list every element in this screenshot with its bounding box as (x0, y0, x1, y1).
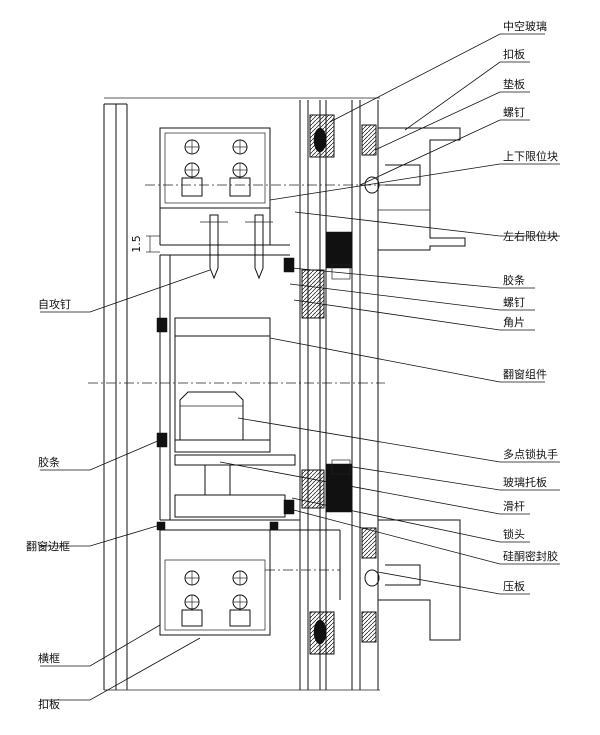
label-shim-plate: 垫板 (503, 77, 525, 91)
labels-right: 中空玻璃 扣板 垫板 螺钉 上下限位块 左右限位块 胶条 螺钉 角片 翻窗组件 … (503, 19, 558, 593)
sash-frame (159, 255, 300, 531)
label-pressure-plate: 压板 (503, 579, 525, 593)
leaders-left (40, 269, 211, 701)
label-lock-head: 锁头 (503, 527, 525, 541)
gaskets (156, 127, 353, 645)
label-self-tapping-screw: 自攻钉 (38, 297, 71, 311)
bottom-transom (159, 529, 341, 636)
dimension-label: 1.5 (130, 235, 143, 253)
top-transom (159, 127, 290, 280)
label-insulated-glass: 中空玻璃 (503, 19, 547, 33)
label-screw-top: 螺钉 (503, 106, 525, 119)
label-vertical-stop: 上下限位块 (503, 149, 558, 163)
sealant-blocks (301, 114, 377, 655)
label-gasket-left: 胶条 (38, 455, 60, 469)
label-transom: 横框 (38, 651, 60, 665)
label-sash-frame: 翻窗边框 (26, 539, 70, 553)
label-hopper-assembly: 翻窗组件 (503, 367, 547, 381)
labels-left: 自攻钉 胶条 翻窗边框 横框 扣板 (26, 297, 71, 711)
left-mullion (103, 97, 380, 691)
label-horizontal-stop: 左右限位块 (503, 229, 558, 243)
label-glass-support: 玻璃托板 (503, 475, 547, 489)
label-multipoint-handle: 多点锁执手 (503, 447, 558, 461)
glass-panels (299, 100, 379, 690)
label-screw-mid: 螺钉 (503, 296, 525, 309)
label-cover-plate-top: 扣板 (503, 47, 525, 61)
label-cover-plate-bottom: 扣板 (38, 697, 60, 711)
outer-profile-bottom (364, 519, 461, 641)
label-gasket-top: 胶条 (503, 273, 525, 287)
label-silicone-sealant: 硅酮密封胶 (503, 549, 558, 563)
outer-profile-top (364, 127, 466, 251)
dimension-mark: 1.5 (130, 235, 160, 253)
leaders-right (219, 33, 560, 595)
label-corner-bracket: 角片 (503, 316, 525, 329)
label-slide-bar: 滑杆 (503, 499, 525, 513)
